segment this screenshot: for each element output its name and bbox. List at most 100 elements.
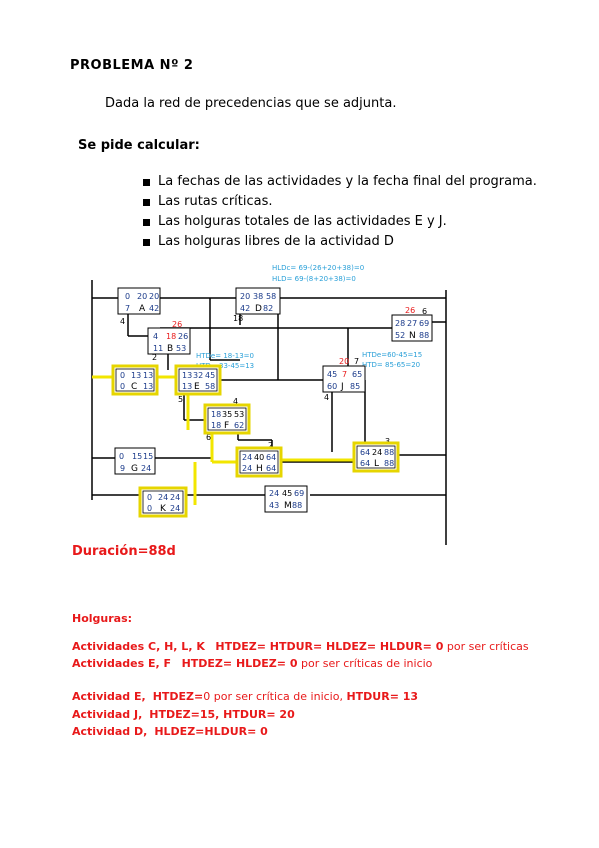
- svg-text:53: 53: [176, 344, 186, 353]
- svg-text:60: 60: [327, 382, 337, 391]
- red-mark: 20: [339, 357, 349, 366]
- annotation-j-top: HTDe=60-45=15: [362, 351, 422, 359]
- svg-text:24: 24: [141, 464, 151, 473]
- node-n: 28 27 69 52 N 88: [391, 314, 433, 342]
- node-b: 4 18 26 11 B 53: [147, 327, 191, 355]
- svg-text:H: H: [256, 464, 263, 474]
- svg-text:A: A: [139, 304, 146, 314]
- holgura-line-4: Actividad J, HTDEZ=15, HTDUR= 20: [72, 708, 295, 721]
- svg-text:65: 65: [352, 370, 362, 379]
- holgura-line-1: Actividades C, H, L, K HTDEZ= HTDUR= HLD…: [72, 640, 529, 653]
- svg-text:24: 24: [170, 504, 180, 513]
- arrow-label: 18: [233, 314, 243, 323]
- holguras-heading: Holguras:: [72, 612, 133, 625]
- svg-text:E: E: [194, 382, 200, 392]
- svg-text:18: 18: [166, 332, 176, 341]
- svg-text:20: 20: [240, 292, 250, 301]
- node-c: 0 13 13 0 C 13: [111, 364, 159, 396]
- svg-text:9: 9: [120, 464, 125, 473]
- svg-text:69: 69: [419, 319, 429, 328]
- svg-text:18: 18: [211, 410, 221, 419]
- node-l: 64 24 88 64 L 88: [352, 441, 400, 473]
- annotation-e-top: HTDe= 18-13=0: [196, 352, 254, 360]
- svg-text:45: 45: [205, 371, 215, 380]
- svg-text:35: 35: [222, 410, 232, 419]
- svg-text:24: 24: [372, 448, 382, 457]
- svg-text:B: B: [167, 344, 173, 354]
- arrow-label: 5: [178, 395, 183, 404]
- square-bullet-icon: [143, 178, 150, 186]
- holgura-line-5: Actividad D, HLDEZ=HLDUR= 0: [72, 725, 268, 738]
- svg-text:L: L: [374, 459, 379, 469]
- arrow-label: 4: [120, 317, 125, 326]
- svg-text:26: 26: [178, 332, 188, 341]
- svg-text:13: 13: [182, 371, 192, 380]
- svg-text:42: 42: [240, 304, 250, 313]
- annotation-d-bottom: HLD= 69-(8+20+38)=0: [272, 275, 356, 283]
- svg-text:0: 0: [119, 452, 124, 461]
- svg-text:F: F: [224, 421, 229, 431]
- svg-text:13: 13: [131, 371, 141, 380]
- svg-text:43: 43: [269, 501, 279, 510]
- task-item: Las holguras libres de la actividad D: [143, 232, 537, 252]
- arrow-label: 2: [152, 353, 157, 362]
- svg-text:15: 15: [143, 452, 153, 461]
- svg-text:64: 64: [360, 459, 370, 468]
- arrow-label: 7: [354, 357, 359, 366]
- arrow-label: 6: [206, 433, 211, 442]
- svg-text:K: K: [160, 504, 167, 514]
- svg-text:0: 0: [120, 382, 125, 391]
- svg-text:11: 11: [153, 344, 163, 353]
- arrow-label: 6: [422, 307, 427, 316]
- svg-text:58: 58: [266, 292, 276, 301]
- annotation-e-bottom: HTD= 33-45=13: [196, 362, 254, 370]
- duration-total: Duración=88d: [72, 544, 176, 559]
- arrow-label: 4: [324, 393, 329, 402]
- arrow-label: 4: [233, 397, 238, 406]
- annotation-j-bottom: HTD= 85-65=20: [362, 361, 420, 369]
- svg-text:82: 82: [263, 304, 273, 313]
- node-h: 24 40 64 24 H 64: [235, 446, 283, 478]
- square-bullet-icon: [143, 198, 150, 206]
- svg-text:24: 24: [242, 464, 252, 473]
- svg-text:69: 69: [294, 489, 304, 498]
- svg-text:28: 28: [395, 319, 405, 328]
- svg-text:13: 13: [143, 371, 153, 380]
- svg-text:40: 40: [254, 453, 264, 462]
- svg-text:27: 27: [407, 319, 417, 328]
- svg-text:13: 13: [182, 382, 192, 391]
- svg-text:13: 13: [143, 382, 153, 391]
- red-mark: 26: [405, 306, 415, 315]
- se-pide-heading: Se pide calcular:: [78, 138, 200, 153]
- svg-text:G: G: [131, 464, 138, 474]
- svg-text:J: J: [340, 382, 344, 392]
- svg-text:58: 58: [205, 382, 215, 391]
- node-e: 13 32 45 13 E 58: [174, 364, 222, 396]
- node-j: 45 7 65 60 J 85: [322, 365, 366, 393]
- svg-text:M: M: [284, 501, 292, 511]
- node-d: 20 38 58 42 D 82: [235, 287, 281, 315]
- svg-text:20: 20: [149, 292, 159, 301]
- task-list: La fechas de las actividades y la fecha …: [143, 172, 537, 252]
- svg-text:45: 45: [282, 489, 292, 498]
- node-a: 0 20 20 7 A 42: [117, 287, 161, 315]
- svg-text:64: 64: [266, 464, 276, 473]
- svg-text:52: 52: [395, 331, 405, 340]
- svg-text:88: 88: [384, 459, 394, 468]
- red-mark: 26: [172, 320, 182, 329]
- svg-text:24: 24: [158, 493, 168, 502]
- svg-text:0: 0: [120, 371, 125, 380]
- svg-text:88: 88: [292, 501, 302, 510]
- svg-text:38: 38: [253, 292, 263, 301]
- svg-text:42: 42: [149, 304, 159, 313]
- svg-text:53: 53: [234, 410, 244, 419]
- svg-text:N: N: [409, 331, 416, 341]
- svg-text:0: 0: [147, 493, 152, 502]
- node-f: 18 35 53 18 F 62: [203, 403, 251, 435]
- svg-text:7: 7: [125, 304, 130, 313]
- annotation-d-top: HLDc= 69-(26+20+38)=0: [272, 264, 364, 272]
- task-item: Las rutas críticas.: [143, 192, 537, 212]
- node-k: 0 24 24 0 K 24: [138, 486, 188, 518]
- svg-text:0: 0: [125, 292, 130, 301]
- svg-text:0: 0: [147, 504, 152, 513]
